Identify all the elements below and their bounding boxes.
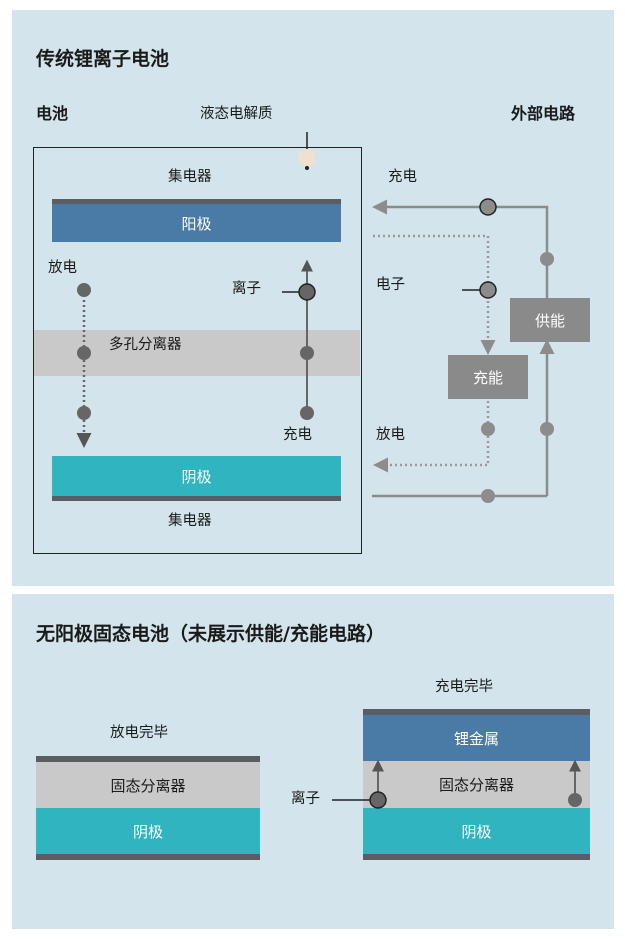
ion-dot [77,346,91,360]
charging-box: 充能 [448,355,528,399]
electrolyte-blob [298,149,316,167]
right-separator-label: 固态分离器 [438,776,514,794]
electrolyte-pointer-dot [305,166,309,170]
ion-dot [300,406,314,420]
ion-dot-2 [568,793,582,807]
collector-top-label: 集电器 [168,169,212,185]
collector-bottom-label: 集电器 [168,513,212,529]
ion-dot-highlighted-2 [369,791,387,809]
cathode-layer: 阴极 [52,456,341,496]
discharge-inside-label: 放电 [48,260,77,276]
left-bottom-strip [36,854,260,860]
power-supply-box: 供能 [510,298,590,342]
charge-outside-label: 充电 [388,169,417,185]
charge-inside-label: 充电 [283,427,312,443]
separator-label: 多孔分离器 [109,337,182,353]
power-box-label: 供能 [534,311,565,330]
ion-dot-highlighted [298,283,316,301]
anode-collector-strip [52,199,341,204]
right-bottom-strip [363,854,590,860]
charged-caption: 充电完毕 [435,679,493,695]
electron-label: 电子 [376,277,405,293]
circuit-dot-highlighted [479,198,497,216]
circuit-dot [481,489,495,503]
left-solid-separator: 固态分离器 [36,762,260,808]
right-solid-separator: 固态分离器 [363,761,590,808]
right-ion-label: 离子 [291,791,320,807]
electron-dot-highlighted [479,281,497,299]
anode-layer: 阳极 [52,204,341,242]
circuit-dot [540,252,554,266]
cathode-label: 阴极 [181,467,212,486]
left-top-strip [36,756,260,762]
left-cathode-label: 阴极 [132,822,163,841]
lithium-metal-label: 锂金属 [453,729,499,748]
circuit-dot [540,422,554,436]
electron-charge-path [373,234,496,355]
ion-label: 离子 [232,281,261,297]
section-divider [12,586,614,594]
discharge-outside-label: 放电 [376,427,405,443]
lithium-metal-layer: 锂金属 [363,715,590,761]
right-top-strip [363,709,590,715]
electrolyte-label: 液态电解质 [200,106,273,122]
ion-dot [300,346,314,360]
battery-outline [33,147,362,554]
left-cathode-layer: 阴极 [36,808,260,854]
right-cathode-label: 阴极 [461,822,492,841]
discharged-caption: 放电完毕 [110,725,168,741]
ion-dot [77,406,91,420]
right-cathode-layer: 阴极 [363,808,590,854]
left-separator-label: 固态分离器 [110,776,186,795]
anode-label: 阳极 [181,214,212,233]
charge-current-line [372,199,549,298]
section1-title: 传统锂离子电池 [36,48,170,70]
battery-label: 电池 [36,104,69,123]
cathode-collector-strip [52,496,341,501]
ion-dot [77,283,91,297]
charge-box-label: 充能 [472,368,503,387]
external-circuit-label: 外部电路 [511,104,576,123]
electron-dot [481,422,495,436]
section2-title: 无阳极固态电池（未展示供能/充能电路） [36,623,385,645]
